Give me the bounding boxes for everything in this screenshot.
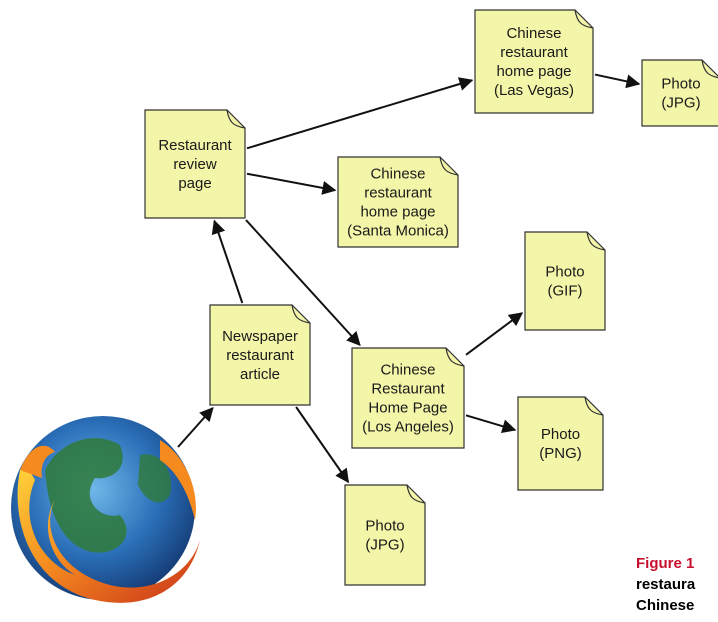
- note-shape: [337, 156, 459, 248]
- node-label-line: (JPG): [365, 536, 404, 553]
- node-lasvegas: Chinese restaurant home page (Las Vegas): [474, 9, 594, 114]
- node-label-line: (PNG): [539, 445, 582, 462]
- node-photo1: Photo (JPG): [641, 59, 718, 127]
- note-fold: [226, 109, 246, 129]
- node-label-line: restaurant: [500, 44, 568, 61]
- node-santamonica: Chinese restaurant home page (Santa Monica): [337, 156, 459, 248]
- node-label-line: restaurant: [364, 184, 432, 201]
- node-photopng: Photo (PNG): [517, 396, 604, 491]
- node-label-line: (JPG): [661, 94, 700, 111]
- note-shape: [144, 109, 246, 219]
- node-label-line: Photo: [541, 426, 580, 443]
- note-fold: [586, 231, 606, 251]
- note-shape: [344, 484, 426, 586]
- node-label-line: review: [173, 156, 217, 173]
- note-fold: [574, 9, 594, 29]
- node-label-line: (Las Vegas): [494, 82, 574, 99]
- node-photogif: Photo (GIF): [524, 231, 606, 331]
- node-label-line: Newspaper: [222, 328, 298, 345]
- edge-browser-to-newspaper: [177, 406, 214, 448]
- nodes-layer: RestaurantreviewpageChineserestauranthom…: [144, 9, 718, 586]
- node-label-line: home page: [496, 63, 571, 80]
- note-fold: [439, 156, 459, 176]
- node-newspaper: Newspaper restaurant article: [209, 304, 311, 406]
- note-shape: [641, 59, 718, 127]
- note-shape: [474, 9, 594, 114]
- node-label-line: Chinese: [380, 361, 435, 378]
- node-label-line: (Los Angeles): [362, 418, 454, 435]
- note-fold: [291, 304, 311, 324]
- figure-caption: Figure 1 restaura Chinese: [636, 553, 695, 616]
- figure-label: Figure 1: [636, 555, 695, 572]
- node-label-line: article: [240, 366, 280, 383]
- node-label-line: restaurant: [226, 347, 294, 364]
- node-label-line: Chinese: [506, 25, 561, 42]
- node-label-line: Photo: [661, 75, 700, 92]
- edge-review-to-losangeles: [245, 219, 361, 347]
- edge-losangeles-to-photopng: [465, 414, 517, 434]
- node-photo2: Photo (JPG): [344, 484, 426, 586]
- node-label-line: Photo: [365, 517, 404, 534]
- node-label-line: home page: [360, 203, 435, 220]
- note-shape: [209, 304, 311, 406]
- node-label-line: page: [178, 175, 211, 192]
- edge-newspaper-to-review: [211, 219, 244, 304]
- caption-line-2: restaura: [636, 576, 696, 593]
- note-shape: [351, 347, 465, 449]
- note-fold: [701, 59, 718, 79]
- edge-review-to-lasvegas: [246, 77, 474, 150]
- note-fold: [445, 347, 465, 367]
- note-shape: [524, 231, 606, 331]
- edge-losangeles-to-photogif: [465, 312, 524, 356]
- edge-lasvegas-to-photo1: [594, 73, 641, 89]
- node-label-line: (Santa Monica): [347, 222, 449, 239]
- node-label-line: Chinese: [370, 165, 425, 182]
- note-fold: [406, 484, 426, 504]
- edge-newspaper-to-photo2: [295, 406, 350, 484]
- node-label-line: Restaurant: [158, 137, 232, 154]
- node-review: Restaurant review page: [144, 109, 246, 219]
- node-label-line: Home Page: [368, 399, 447, 416]
- caption-line-3: Chinese: [636, 597, 695, 614]
- edge-review-to-santamonica: [246, 172, 337, 195]
- firefox-logo-icon: [11, 416, 201, 603]
- edges-layer: [177, 73, 641, 484]
- note-shape: [517, 396, 604, 491]
- note-fold: [584, 396, 604, 416]
- node-label-line: Photo: [545, 263, 584, 280]
- node-label-line: (GIF): [548, 282, 583, 299]
- node-label-line: Restaurant: [371, 380, 445, 397]
